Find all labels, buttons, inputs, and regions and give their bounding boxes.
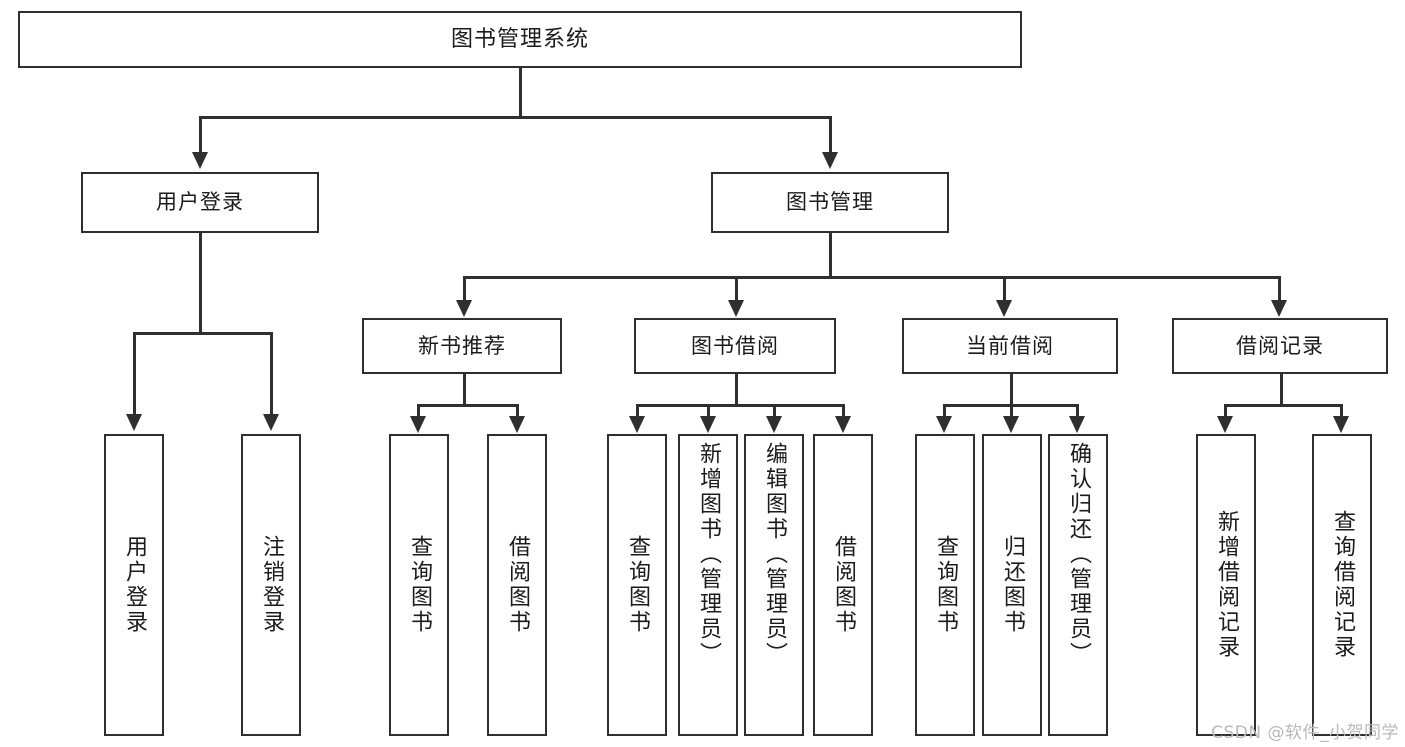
connector-book-mgmt-to-book-borrow bbox=[735, 276, 738, 302]
node-current-borrow[interactable]: 当前借阅 bbox=[902, 318, 1118, 374]
connector-book-borrow-to-leaf-1 bbox=[636, 404, 639, 418]
leaf-user-login[interactable]: 用户登录 bbox=[104, 434, 164, 736]
connector-book-mgmt-bar bbox=[463, 276, 1280, 279]
connector-borrow-record-to-leaf-2 bbox=[1340, 404, 1343, 418]
leaf-confirm-return-admin[interactable]: 确认归还（管理员） bbox=[1048, 434, 1108, 736]
node-label: 归还图书 bbox=[1000, 535, 1025, 635]
connector-current-borrow-stem bbox=[1010, 374, 1013, 406]
node-root-system[interactable]: 图书管理系统 bbox=[18, 11, 1022, 68]
node-label: 图书借阅 bbox=[691, 333, 779, 358]
connector-book-borrow-stem bbox=[735, 374, 738, 406]
connector-book-mgmt-to-new-book bbox=[463, 276, 466, 302]
leaf-logout[interactable]: 注销登录 bbox=[241, 434, 301, 736]
node-label: 图书管理系统 bbox=[450, 26, 589, 52]
connector-book-mgmt-stem bbox=[829, 233, 832, 278]
node-user-login[interactable]: 用户登录 bbox=[81, 172, 319, 233]
leaf-edit-book-admin[interactable]: 编辑图书（管理员） bbox=[744, 434, 804, 736]
connector-user-login-stem bbox=[199, 233, 202, 334]
leaf-add-book-admin[interactable]: 新增图书（管理员） bbox=[678, 434, 738, 736]
arrowhead-new-book-leaf-2 bbox=[509, 416, 525, 433]
connector-borrow-record-bar bbox=[1224, 404, 1342, 407]
node-label: 新书推荐 bbox=[418, 333, 506, 358]
connector-new-book-bar bbox=[417, 404, 518, 407]
node-label: 查询图书 bbox=[625, 535, 650, 635]
connector-root-stem bbox=[519, 68, 522, 118]
arrowhead-book-mgmt-current-borrow bbox=[996, 300, 1012, 317]
node-label: 用户登录 bbox=[156, 190, 244, 215]
arrowhead-book-mgmt-new-book bbox=[456, 300, 472, 317]
connector-book-borrow-to-leaf-2 bbox=[707, 404, 710, 418]
connector-current-borrow-to-leaf-2 bbox=[1010, 404, 1013, 418]
arrowhead-current-borrow-leaf-1 bbox=[936, 416, 952, 433]
leaf-query-borrow-record[interactable]: 查询借阅记录 bbox=[1312, 434, 1372, 736]
connector-borrow-record-stem bbox=[1280, 374, 1283, 406]
connector-book-mgmt-to-current-borrow bbox=[1003, 276, 1006, 302]
connector-new-book-to-leaf-1 bbox=[417, 404, 420, 418]
node-new-book-recommend[interactable]: 新书推荐 bbox=[362, 318, 562, 374]
csdn-watermark: CSDN @软件_小贺同学 bbox=[1211, 723, 1399, 743]
connector-root-to-book-mgmt bbox=[829, 116, 832, 155]
node-label: 用户登录 bbox=[122, 535, 147, 635]
arrowhead-borrow-record-leaf-1 bbox=[1217, 416, 1233, 433]
leaf-query-book-recommend[interactable]: 查询图书 bbox=[389, 434, 449, 736]
connector-book-mgmt-to-borrow-record bbox=[1278, 276, 1281, 302]
node-label: 借阅记录 bbox=[1236, 333, 1324, 358]
connector-current-borrow-to-leaf-1 bbox=[943, 404, 946, 418]
node-label: 查询借阅记录 bbox=[1330, 510, 1355, 660]
node-book-management[interactable]: 图书管理 bbox=[711, 172, 949, 233]
connector-book-borrow-bar bbox=[636, 404, 844, 407]
node-label: 查询图书 bbox=[933, 535, 958, 635]
connector-new-book-to-leaf-2 bbox=[516, 404, 519, 418]
connector-user-login-to-leaf-2 bbox=[270, 332, 273, 416]
leaf-borrow-book[interactable]: 借阅图书 bbox=[813, 434, 873, 736]
node-label: 查询图书 bbox=[407, 535, 432, 635]
connector-current-borrow-to-leaf-3 bbox=[1076, 404, 1079, 418]
arrowhead-book-borrow-leaf-3 bbox=[766, 416, 782, 433]
arrowhead-current-borrow-leaf-3 bbox=[1069, 416, 1085, 433]
arrowhead-current-borrow-leaf-2 bbox=[1003, 416, 1019, 433]
arrowhead-book-borrow-leaf-4 bbox=[835, 416, 851, 433]
arrowhead-root-to-book-mgmt bbox=[822, 152, 838, 169]
arrowhead-borrow-record-leaf-2 bbox=[1333, 416, 1349, 433]
arrowhead-root-to-user-login bbox=[192, 152, 208, 169]
connector-root-bar bbox=[199, 116, 831, 119]
node-label: 新增借阅记录 bbox=[1214, 510, 1239, 660]
node-book-borrow[interactable]: 图书借阅 bbox=[634, 318, 836, 374]
node-label: 当前借阅 bbox=[966, 333, 1054, 358]
node-label: 注销登录 bbox=[259, 535, 284, 635]
node-label: 图书管理 bbox=[786, 190, 874, 215]
connector-book-borrow-to-leaf-4 bbox=[842, 404, 845, 418]
arrowhead-user-login-leaf-2 bbox=[263, 414, 279, 431]
leaf-borrow-book-recommend[interactable]: 借阅图书 bbox=[487, 434, 547, 736]
connector-user-login-bar bbox=[133, 332, 272, 335]
leaf-query-book-borrow[interactable]: 查询图书 bbox=[607, 434, 667, 736]
node-label: 确认归还（管理员） bbox=[1066, 442, 1091, 667]
node-label: 编辑图书（管理员） bbox=[762, 442, 787, 667]
node-label: 借阅图书 bbox=[505, 535, 530, 635]
leaf-add-borrow-record[interactable]: 新增借阅记录 bbox=[1196, 434, 1256, 736]
connector-book-borrow-to-leaf-3 bbox=[773, 404, 776, 418]
connector-borrow-record-to-leaf-1 bbox=[1224, 404, 1227, 418]
arrowhead-book-mgmt-borrow-record bbox=[1271, 300, 1287, 317]
leaf-return-book[interactable]: 归还图书 bbox=[982, 434, 1042, 736]
leaf-query-book-current[interactable]: 查询图书 bbox=[915, 434, 975, 736]
connector-root-to-user-login bbox=[199, 116, 202, 155]
node-label: 新增图书（管理员） bbox=[696, 442, 721, 667]
arrowhead-new-book-leaf-1 bbox=[410, 416, 426, 433]
arrowhead-book-mgmt-book-borrow bbox=[728, 300, 744, 317]
node-label: 借阅图书 bbox=[831, 535, 856, 635]
connector-user-login-to-leaf-1 bbox=[133, 332, 136, 416]
connector-new-book-stem bbox=[463, 374, 466, 406]
node-borrow-record[interactable]: 借阅记录 bbox=[1172, 318, 1388, 374]
arrowhead-user-login-leaf-1 bbox=[126, 414, 142, 431]
arrowhead-book-borrow-leaf-1 bbox=[629, 416, 645, 433]
arrowhead-book-borrow-leaf-2 bbox=[700, 416, 716, 433]
